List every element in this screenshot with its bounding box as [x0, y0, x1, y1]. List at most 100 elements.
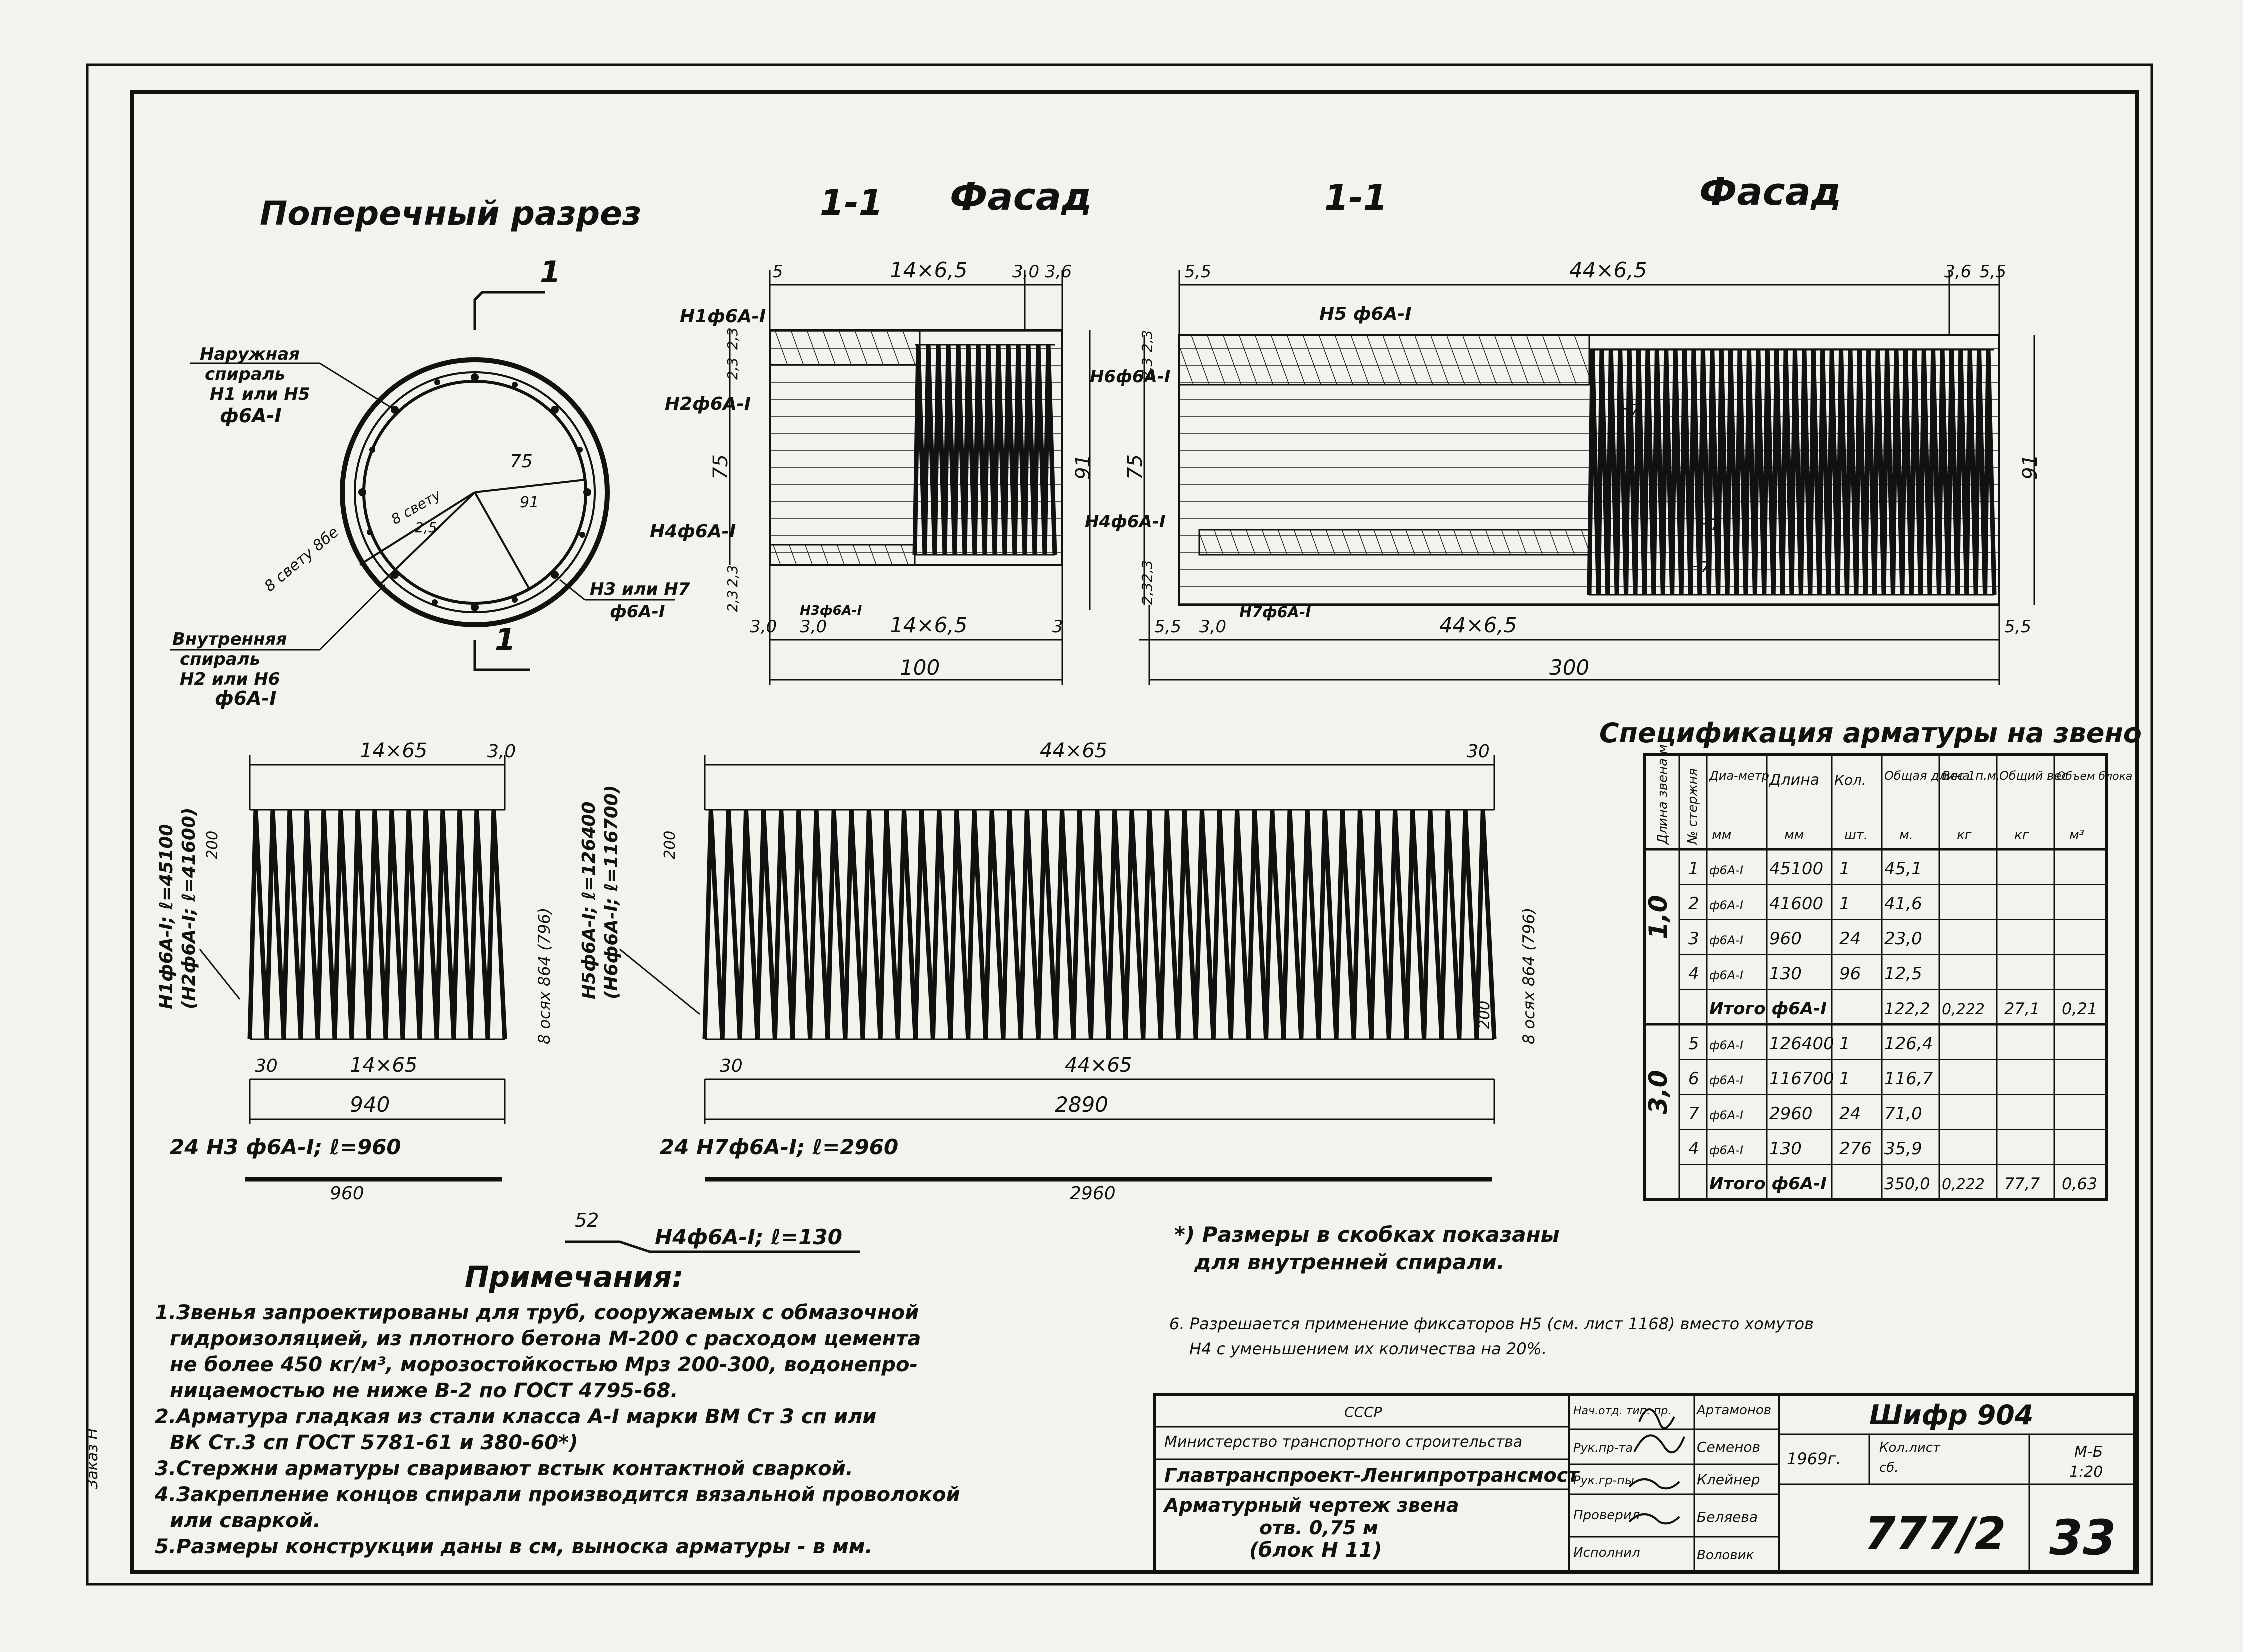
spec-cell-qty: 96 [1839, 964, 1861, 984]
facade-3m-top-dim-2: 44×6,5 [1569, 258, 1647, 282]
spiral-1m-height: 200 [204, 831, 221, 859]
spec-cell-len: 116700 [1769, 1069, 1834, 1089]
spec-total-len: 122,2 [1884, 999, 1930, 1018]
spiral-1m-bottom-left: 30 [255, 1056, 278, 1076]
spec-h-diam: Диа-метр [1709, 769, 1769, 783]
spec-cell-total: 35,9 [1884, 1139, 1922, 1159]
facade-1m-bottom-dim-3: 14×6,5 [890, 613, 967, 637]
notes-title: Примечания: [465, 1260, 684, 1294]
spiral-3m-bottom-left: 30 [720, 1056, 743, 1076]
spec-u-tw: кг [2014, 828, 2029, 843]
note-line: 2.Арматура гладкая из стали класса А-I м… [155, 1405, 876, 1428]
spec-total-w: 0,222 [1942, 1176, 1985, 1193]
facade-3m-title: Фасад [1699, 169, 1841, 214]
tb-org1: СССР [1344, 1404, 1382, 1420]
spec-cell-len: 960 [1769, 929, 1802, 949]
tb-page: 33 [2049, 1510, 2116, 1566]
facade-1m-section: 1-1 [820, 182, 883, 223]
spec-cell-d: ф6А-I [1709, 898, 1743, 912]
facade-3m-bottom-dim-1: 5,5 [1154, 617, 1181, 637]
spec-total-label: Итого ф6А-I [1709, 999, 1827, 1019]
facade-1m-bottom-hatch [769, 544, 916, 566]
spec-cell-qty: 1 [1839, 1034, 1850, 1054]
tb-name-2: Семенов [1697, 1439, 1760, 1455]
spec-cell-len: 45100 [1769, 859, 1823, 879]
tb-code: Шифр 904 [1869, 1399, 2033, 1431]
spec-u-total-len: м. [1899, 828, 1913, 843]
spiral-3m-side-2: (Н6ф6А-I; ℓ=116700) [601, 785, 622, 999]
inner-spiral-label-3: Н2 или Н6 [180, 669, 280, 689]
spec-u-diam: мм [1712, 828, 1731, 843]
spec-u-qty: шт. [1844, 828, 1868, 843]
facade-1m-coils [912, 344, 1057, 556]
spec-cell-qty: 24 [1839, 1104, 1861, 1124]
facade-1m-top-dim-3: 3,0 [1012, 262, 1039, 282]
spiral-1m-view: 14×65 3,0 30 14×65 940 200 8 осях 864 (7… [156, 739, 554, 1204]
clamp-dim: 52 [575, 1209, 599, 1231]
spiral-3m-axis: 8 осях 864 (796) [1519, 908, 1538, 1044]
facade-1m-left-dim-75: 75 [709, 454, 732, 480]
note-line: или сваркой. [170, 1509, 321, 1532]
facade-1m-left-dim-b: 2,3 [724, 357, 741, 380]
spiral-3m-bar-label: 24 Н7ф6А-I; ℓ=2960 [660, 1135, 898, 1159]
spec-cell-d: ф6А-I [1709, 863, 1743, 877]
spec-cell-len: 2960 [1769, 1104, 1813, 1124]
spiral-1m-total: 940 [350, 1092, 390, 1117]
spiral-3m-bottom-dim: 44×65 [1065, 1054, 1132, 1077]
facade-3m-label-3: Н4ф6А-I [1085, 512, 1166, 532]
facade-1m-label-1: Н1ф6А-I [680, 306, 766, 327]
spec-cell-d: ф6А-I [1709, 968, 1743, 982]
facade-1m-title: Фасад [950, 174, 1092, 219]
spec-cell-total: 116,7 [1884, 1069, 1933, 1089]
facade-1m-view: 1-1 Фасад 5 14×6,5 3,0 3,6 3,0 3,0 14×6,… [650, 174, 1095, 685]
spec-total-len: 350,0 [1884, 1174, 1930, 1193]
dim-2-5: 2,5 [415, 519, 437, 536]
spiral-3m-side-1: Н5ф6А-I; ℓ=126400 [579, 801, 599, 999]
outer-spiral-label-3: Н1 или Н5 [210, 384, 310, 404]
facade-1m-bottom-dim-1: 3,0 [750, 617, 777, 637]
tb-stamp-2: сб. [1879, 1460, 1899, 1475]
outer-spiral-label-4: ф6А-I [220, 405, 281, 427]
tb-year: 1969г. [1787, 1449, 1841, 1468]
outer-ring-2 [354, 371, 596, 613]
note-line: ВК Ст.3 сп ГОСТ 5781-61 и 380-60*) [170, 1431, 578, 1454]
clamp-label: Н4ф6А-I; ℓ=130 [655, 1225, 842, 1249]
spiral-1m-bar-label: 24 Н3 ф6А-I; ℓ=960 [170, 1135, 401, 1159]
facade-3m-left-dim-c: 2,3 [1139, 560, 1155, 582]
notes: Примечания: 1.Звенья запроектированы для… [154, 1260, 960, 1558]
facade-1m-label-4: Н3ф6А-I [800, 603, 862, 618]
dim-75: 75 [510, 451, 533, 472]
facade-3m-label-4: Н7ф6А-I [1239, 604, 1311, 621]
spec-total-w: 0,222 [1942, 1001, 1985, 1018]
facade-3m-inner-2: Н7 [1699, 516, 1720, 534]
note-line: 4.Закрепление концов спирали производитс… [154, 1483, 960, 1506]
spiral-1m-bottom-dim: 14×65 [350, 1054, 417, 1077]
spec-cell-qty: 1 [1839, 894, 1850, 914]
facade-3m-top-hatch [1178, 334, 1590, 386]
spec-cell-total: 71,0 [1884, 1104, 1922, 1124]
outer-spiral-label-2: спираль [205, 364, 285, 384]
inner-spiral-label-1: Внутренняя [172, 629, 287, 649]
tb-scale: 1:20 [2069, 1463, 2103, 1481]
spiral-1m-bar-len: 960 [330, 1183, 364, 1204]
spec-cell-len: 130 [1769, 1139, 1802, 1159]
spec-h-len: Длина [1768, 771, 1819, 789]
spec-u-vol: м³ [2069, 828, 2084, 843]
outer-frame [86, 63, 2153, 1586]
spiral-1m-top-right: 3,0 [487, 741, 516, 762]
spec-cell-len: 41600 [1769, 894, 1823, 914]
outer-spiral-label-1: Наружная [200, 344, 300, 364]
facade-1m-bottom-dim-2: 3,0 [800, 617, 827, 637]
tb-scale-label: М-Б [2074, 1443, 2103, 1461]
bars-label-1: Н3 или Н7 [590, 579, 690, 599]
spec-cell-n: 4 [1688, 964, 1699, 984]
spec-h-vol: Объем блока [2057, 770, 2132, 783]
dim-91: 91 [520, 494, 539, 511]
facade-3m-coils [1587, 349, 1997, 596]
inner-frame [130, 90, 2139, 1574]
spec-total-tw: 27,1 [2004, 999, 2040, 1018]
facade-3m-left-dim-d: 2,3 [1139, 582, 1155, 605]
note-line: ницаемостью не ниже В-2 по ГОСТ 4795-68. [170, 1379, 678, 1402]
facade-3m-left-dim-a: 2,3 [1139, 330, 1155, 352]
